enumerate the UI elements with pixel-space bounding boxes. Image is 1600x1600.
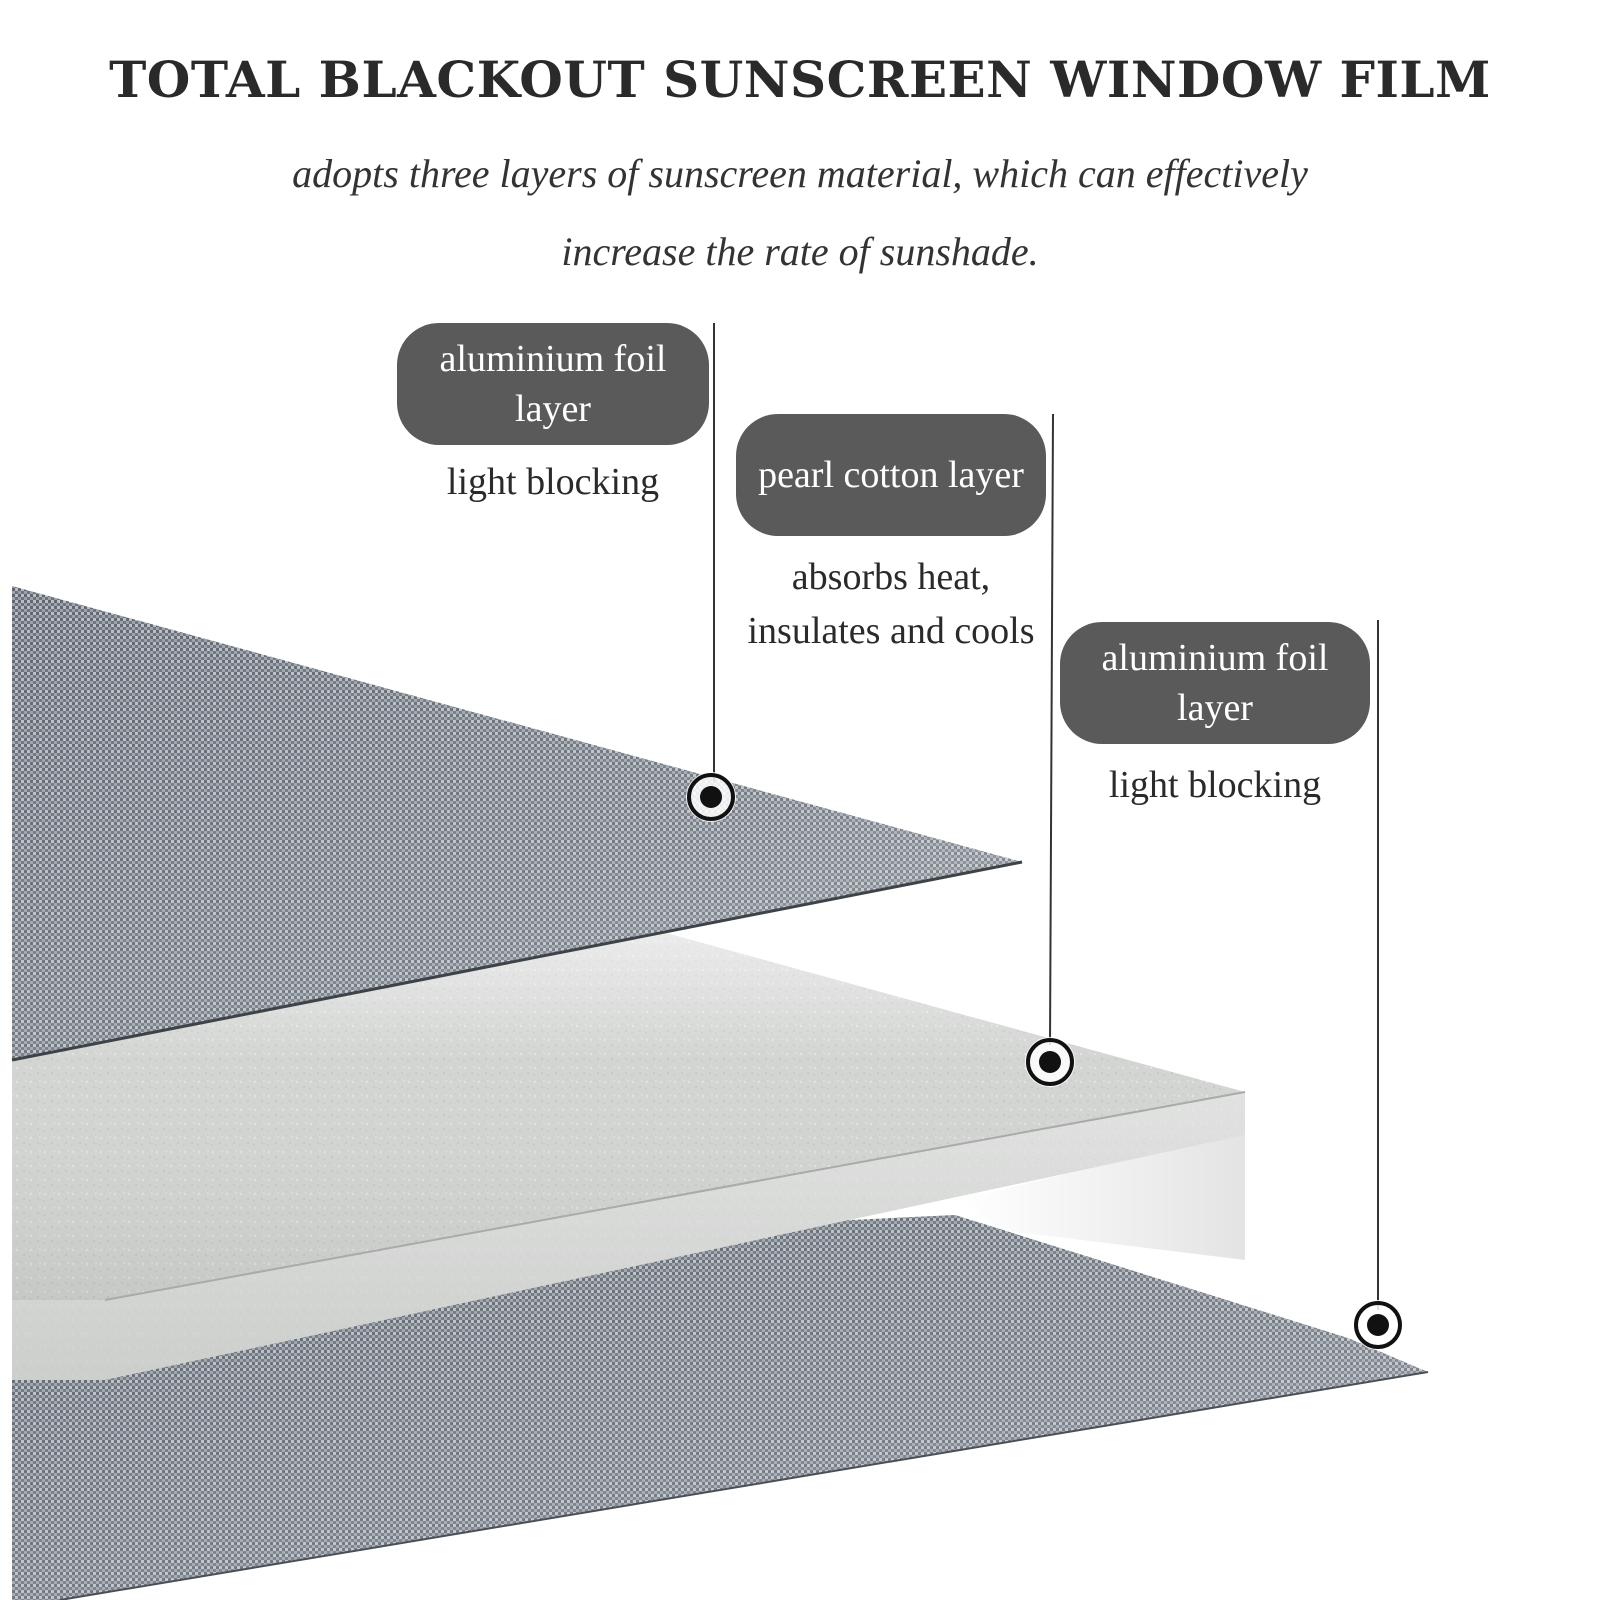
- layer-description-light-blocking-top: light blocking: [446, 461, 660, 503]
- layer-description-light-blocking-bottom: light blocking: [1108, 764, 1322, 806]
- subtitle-line-1: adopts three layers of sunscreen materia…: [292, 151, 1308, 196]
- top-foil-layer: [11, 586, 1023, 1062]
- layer-label-aluminium-foil-bottom: aluminium foil layer: [1060, 622, 1370, 744]
- target-dot-icon: [1025, 1037, 1075, 1087]
- layer-label-aluminium-foil-top: aluminium foil layer: [397, 323, 709, 445]
- subtitle-line-2: increase the rate of sunshade.: [561, 229, 1039, 274]
- leader-line-2: [1049, 413, 1054, 1046]
- middle-foam-layer: [12, 930, 1246, 1380]
- target-dot-icon: [1353, 1300, 1403, 1350]
- layer-description-absorbs-heat: absorbs heat, insulates and cools: [747, 556, 1035, 652]
- page-title: TOTAL BLACKOUT SUNSCREEN WINDOW FILM: [109, 50, 1491, 109]
- layer-label-pearl-cotton: pearl cotton layer: [736, 414, 1046, 536]
- target-dot-icon: [686, 772, 736, 822]
